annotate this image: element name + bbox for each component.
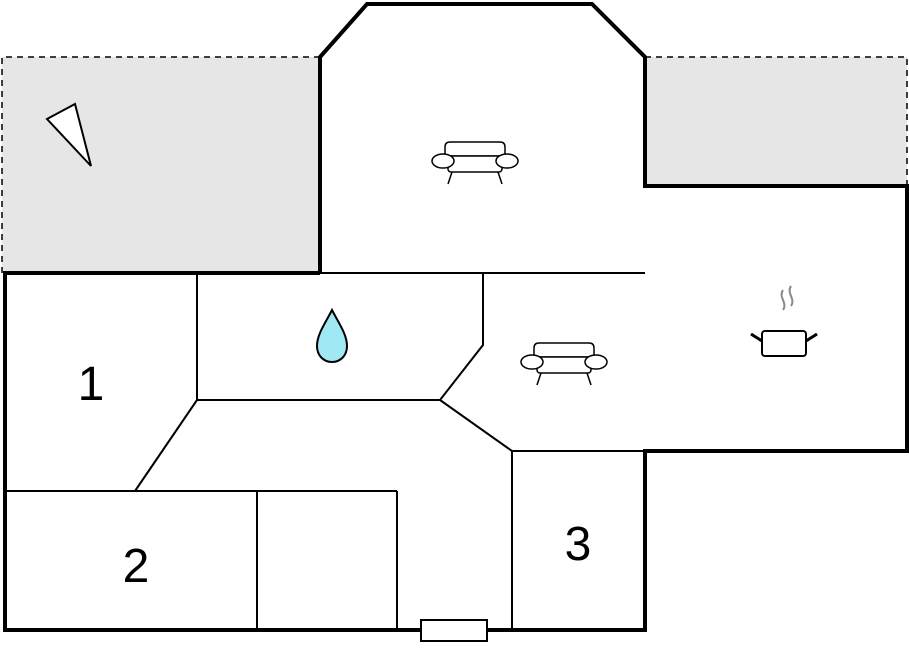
sofa-icon xyxy=(520,342,608,386)
cooking-pot-icon xyxy=(750,285,818,357)
terrace-left xyxy=(1,56,320,273)
room-label-2: 2 xyxy=(123,540,150,593)
compass-needle-icon xyxy=(45,102,92,167)
entrance-door-icon xyxy=(420,619,488,642)
sofa-icon xyxy=(431,141,519,185)
room-label-1: 1 xyxy=(78,358,105,411)
interior-walls xyxy=(5,272,645,630)
exterior-walls xyxy=(3,2,909,632)
terrace-right xyxy=(645,56,908,186)
room-label-3: 3 xyxy=(565,518,592,571)
water-drop-icon xyxy=(315,307,349,364)
